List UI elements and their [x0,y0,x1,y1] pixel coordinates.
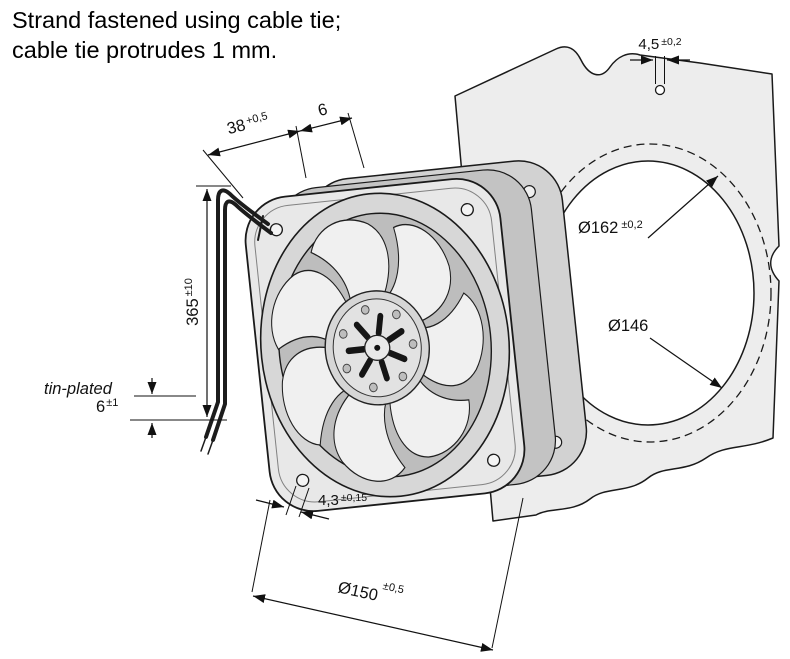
tin-plated-label: tin-plated [44,380,113,398]
mounting-hole-bottom-label: 4,3±0,15 [318,492,367,509]
hub-details [338,305,418,393]
lead-wires [200,188,273,455]
impeller-hub [324,290,431,406]
dimension-mounting-hole-bottom: 4,3±0,15 [255,485,367,520]
cable-tie-mark [257,215,264,241]
note: Strand fastened using cable tie; cable t… [12,7,341,63]
dimension-outer-diameter: Ø150±0,5 [251,497,524,652]
dimension-bolt-circle: Ø162±0,2 [578,175,719,239]
dimension-stripped-length: 6±1 tin-plated [44,378,196,438]
protrusion-dimension-label: 6 [316,100,329,120]
note-line-2: cable tie protrudes 1 mm. [12,37,277,63]
fan [244,160,588,513]
note-line-1: Strand fastened using cable tie; [12,7,341,33]
wire-tip-strand [200,436,207,452]
flange-hole-icon [296,473,310,487]
front-flange-holes [269,203,501,487]
outer-diameter-label: Ø150±0,5 [336,571,405,610]
wire-tip-strand [207,439,214,455]
hub-rivets [338,305,418,393]
wire-strand [204,188,270,439]
fan-front [244,177,526,513]
flange-hole-icon [486,453,501,467]
depth-dimension-label: 38+0,5 [225,110,270,138]
wire-strand [211,199,273,442]
cutout-label: Ø146 [608,317,648,335]
plate-mounting-hole-top [654,84,666,96]
strand-length-label: 365±10 [183,278,202,326]
hub-center-dot [374,344,381,351]
dimension-cutout: Ø146 [608,317,723,389]
bolt-circle-dashed [528,143,772,443]
mounting-hole-top-label: 4,5±0,2 [638,36,681,53]
dimension-annotations: 38+0,5 6 4,5±0,2 365±10 6±1 tin-plated [44,36,723,652]
dimension-depth: 38+0,5 6 [202,100,365,199]
dimension-strand-length: 365±10 [130,185,231,421]
bolt-circle-label: Ø162±0,2 [578,219,643,237]
dimension-mounting-hole-top: 4,5±0,2 [630,36,690,84]
stripped-length-label: 6±1 [96,397,118,416]
flange-hole-icon [460,203,474,217]
hub-slots [345,312,408,382]
